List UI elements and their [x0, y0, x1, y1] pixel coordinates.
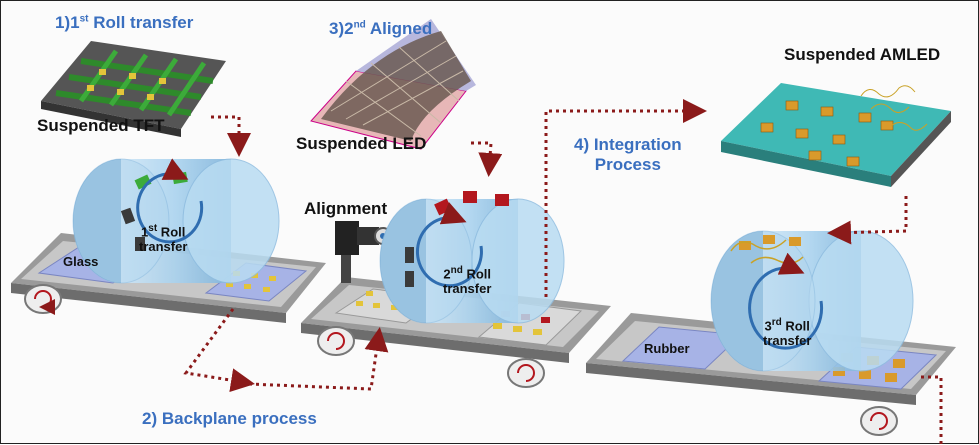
suspended-tft-sheet: [41, 41, 226, 137]
suspended-led-sheet: [310, 19, 476, 150]
suspended-amled-sheet: [721, 83, 951, 187]
roller-2: [379, 191, 565, 324]
process-arrows: [183, 99, 943, 445]
rubber-label: Rubber: [644, 341, 690, 356]
drive-roller-1: [24, 284, 62, 315]
roller-2-label: 2nd Roll transfer: [443, 265, 492, 297]
roller-3: [710, 230, 914, 372]
drive-roller-4: [860, 406, 898, 436]
suspended-led-label: Suspended LED: [296, 134, 427, 153]
roller-3-label: 3rd Roll transfer: [763, 317, 812, 349]
roller-1: [72, 158, 280, 284]
suspended-tft-label: Suspended TFT: [37, 116, 165, 135]
step-1-label: 1)1st Roll transfer: [55, 13, 194, 32]
step-3-label: 3)2nd Aligned: [329, 19, 433, 38]
step-4-label: 4) Integration Process: [574, 135, 682, 174]
drive-roller-3: [507, 358, 545, 388]
roller-1-label: 1st Roll transfer: [139, 223, 188, 255]
alignment-label: Alignment: [304, 199, 388, 218]
step-2-label: 2) Backplane process: [142, 409, 317, 428]
drive-roller-2: [317, 326, 355, 356]
suspended-amled-label: Suspended AMLED: [784, 45, 941, 64]
glass-label: Glass: [63, 254, 99, 269]
